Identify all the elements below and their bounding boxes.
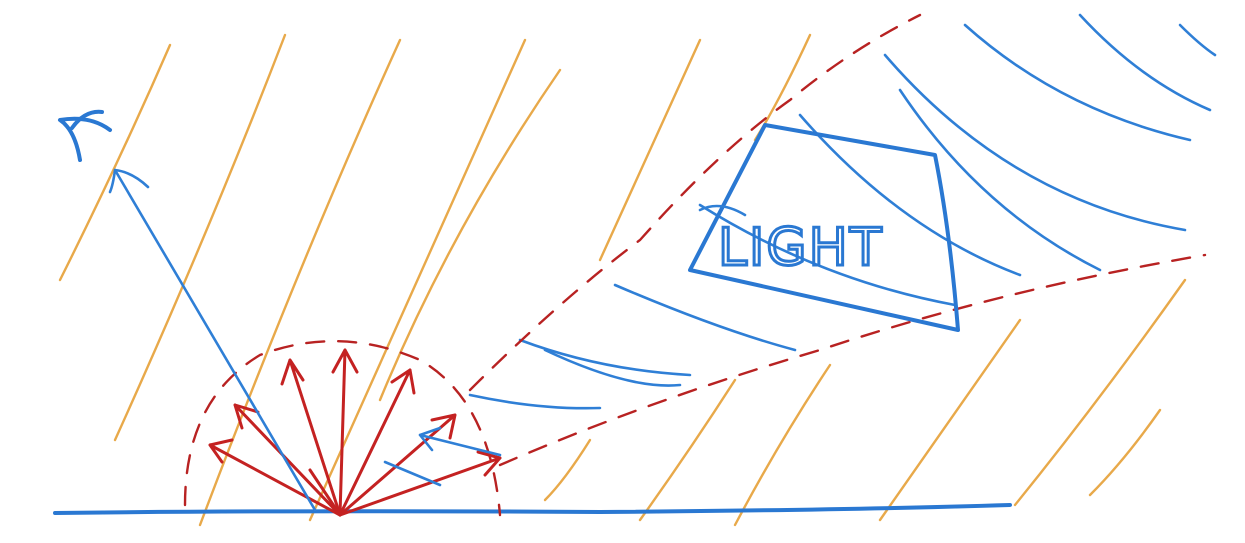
light-ray xyxy=(733,363,832,527)
shading-line xyxy=(798,113,1022,277)
scatter-arrows xyxy=(208,348,502,517)
scatter-arrow xyxy=(208,438,342,517)
scatter-arrow xyxy=(338,450,502,517)
eye-icon xyxy=(58,109,112,162)
cone-lower-edge xyxy=(498,253,1207,467)
light-source: LIGHT xyxy=(688,123,960,332)
scatter-arrow xyxy=(280,358,342,517)
reflection-line xyxy=(113,168,317,512)
light-ray xyxy=(638,378,737,522)
scatter-arrow xyxy=(331,348,359,517)
incoming-arrow-tail xyxy=(383,460,442,487)
incoming-ray xyxy=(383,426,502,487)
light-ray xyxy=(113,33,287,442)
shading-line xyxy=(898,88,1102,272)
light-ray xyxy=(1088,408,1162,497)
shading-line xyxy=(468,393,602,410)
light-ray xyxy=(1013,278,1187,507)
light-box-inner-line xyxy=(698,204,747,217)
shading-line xyxy=(543,348,682,387)
surface-line xyxy=(53,503,1012,515)
cone-upper-edge xyxy=(468,13,922,392)
light-ray xyxy=(58,43,172,282)
light-ray xyxy=(878,318,1022,522)
shading-line xyxy=(1178,23,1217,57)
reflected-ray xyxy=(108,168,317,512)
shading-line xyxy=(1078,13,1212,112)
shading-line xyxy=(883,53,1187,232)
scatter-arrow xyxy=(338,413,457,517)
scatter-arrow xyxy=(338,368,416,517)
shading-line xyxy=(613,283,797,352)
shading-line xyxy=(518,338,692,377)
light-box xyxy=(688,123,960,332)
light-cone-boundary xyxy=(468,13,1207,467)
scatter-hemisphere xyxy=(183,339,502,517)
scatter-arrow xyxy=(233,403,342,517)
light-ray xyxy=(378,68,562,402)
eye-icon-shape xyxy=(58,109,112,162)
scatter-arrow xyxy=(308,468,342,517)
reflection-arrowhead xyxy=(108,168,150,194)
incident-light-rays xyxy=(58,33,1187,527)
shading-line xyxy=(698,203,957,307)
shading-line xyxy=(963,23,1192,142)
light-ray xyxy=(543,438,592,502)
light-label: LIGHT xyxy=(718,218,883,278)
light-cone-shading xyxy=(468,13,1217,410)
incoming-arrow xyxy=(418,426,502,457)
light-ray xyxy=(598,38,702,262)
